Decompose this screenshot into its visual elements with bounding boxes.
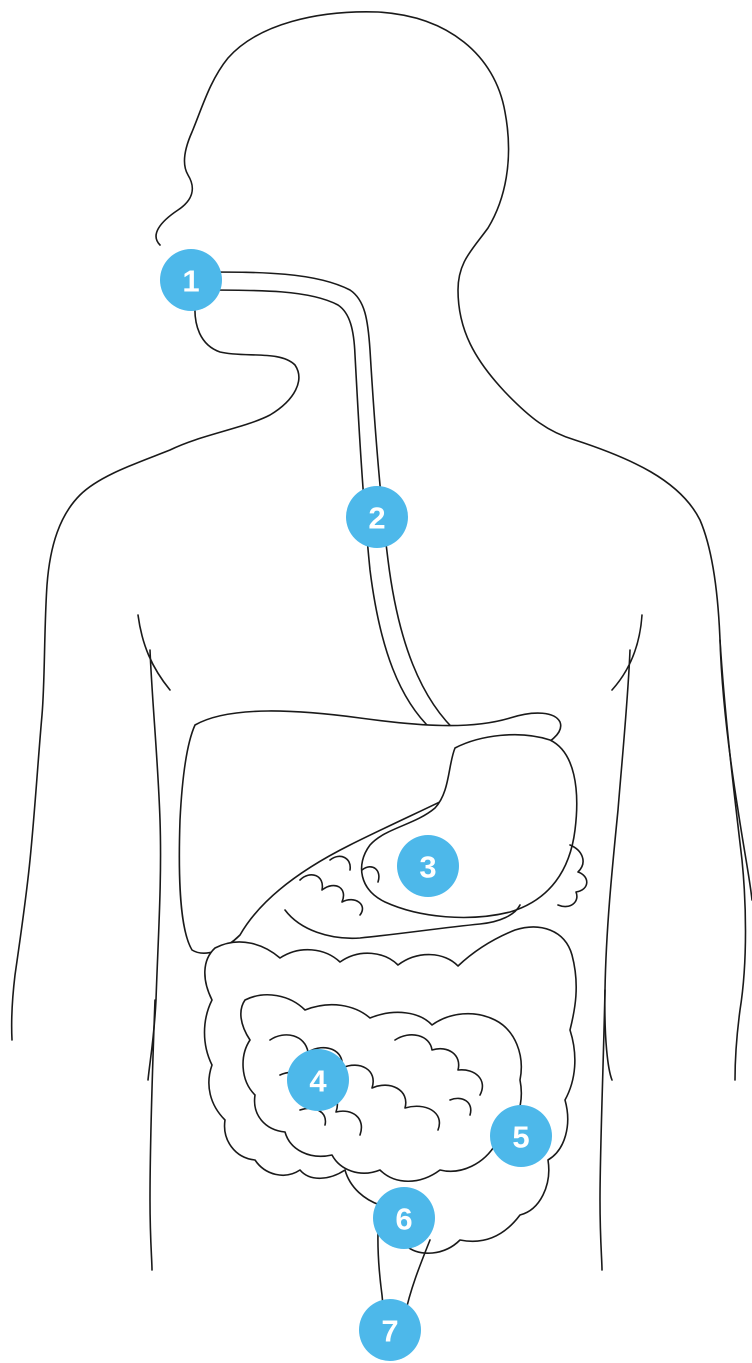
marker-3-label: 3 — [419, 850, 436, 885]
marker-7-label: 7 — [381, 1314, 398, 1349]
marker-4-label: 4 — [309, 1064, 327, 1099]
marker-5-label: 5 — [512, 1120, 529, 1155]
esophagus-tube — [205, 272, 460, 735]
marker-1-mouth: 1 — [160, 249, 222, 311]
right-arm-inner-outline — [612, 615, 642, 690]
right-torso-outline — [605, 650, 630, 1080]
chin-neck-outline — [12, 305, 299, 1040]
marker-3-stomach: 3 — [397, 835, 459, 897]
marker-2-esophagus: 2 — [346, 486, 408, 548]
marker-2-label: 2 — [368, 501, 385, 536]
left-arm-inner-outline — [138, 615, 170, 690]
marker-6-rectum: 6 — [373, 1187, 435, 1249]
marker-7-anus: 7 — [359, 1299, 421, 1361]
marker-4-small-intestine: 4 — [287, 1049, 349, 1111]
marker-6-label: 6 — [395, 1202, 412, 1237]
marker-1-label: 1 — [182, 264, 199, 299]
esophagus-outer-line — [205, 272, 460, 735]
lower-right-outline — [600, 990, 605, 1270]
marker-5-large-intestine: 5 — [490, 1105, 552, 1167]
